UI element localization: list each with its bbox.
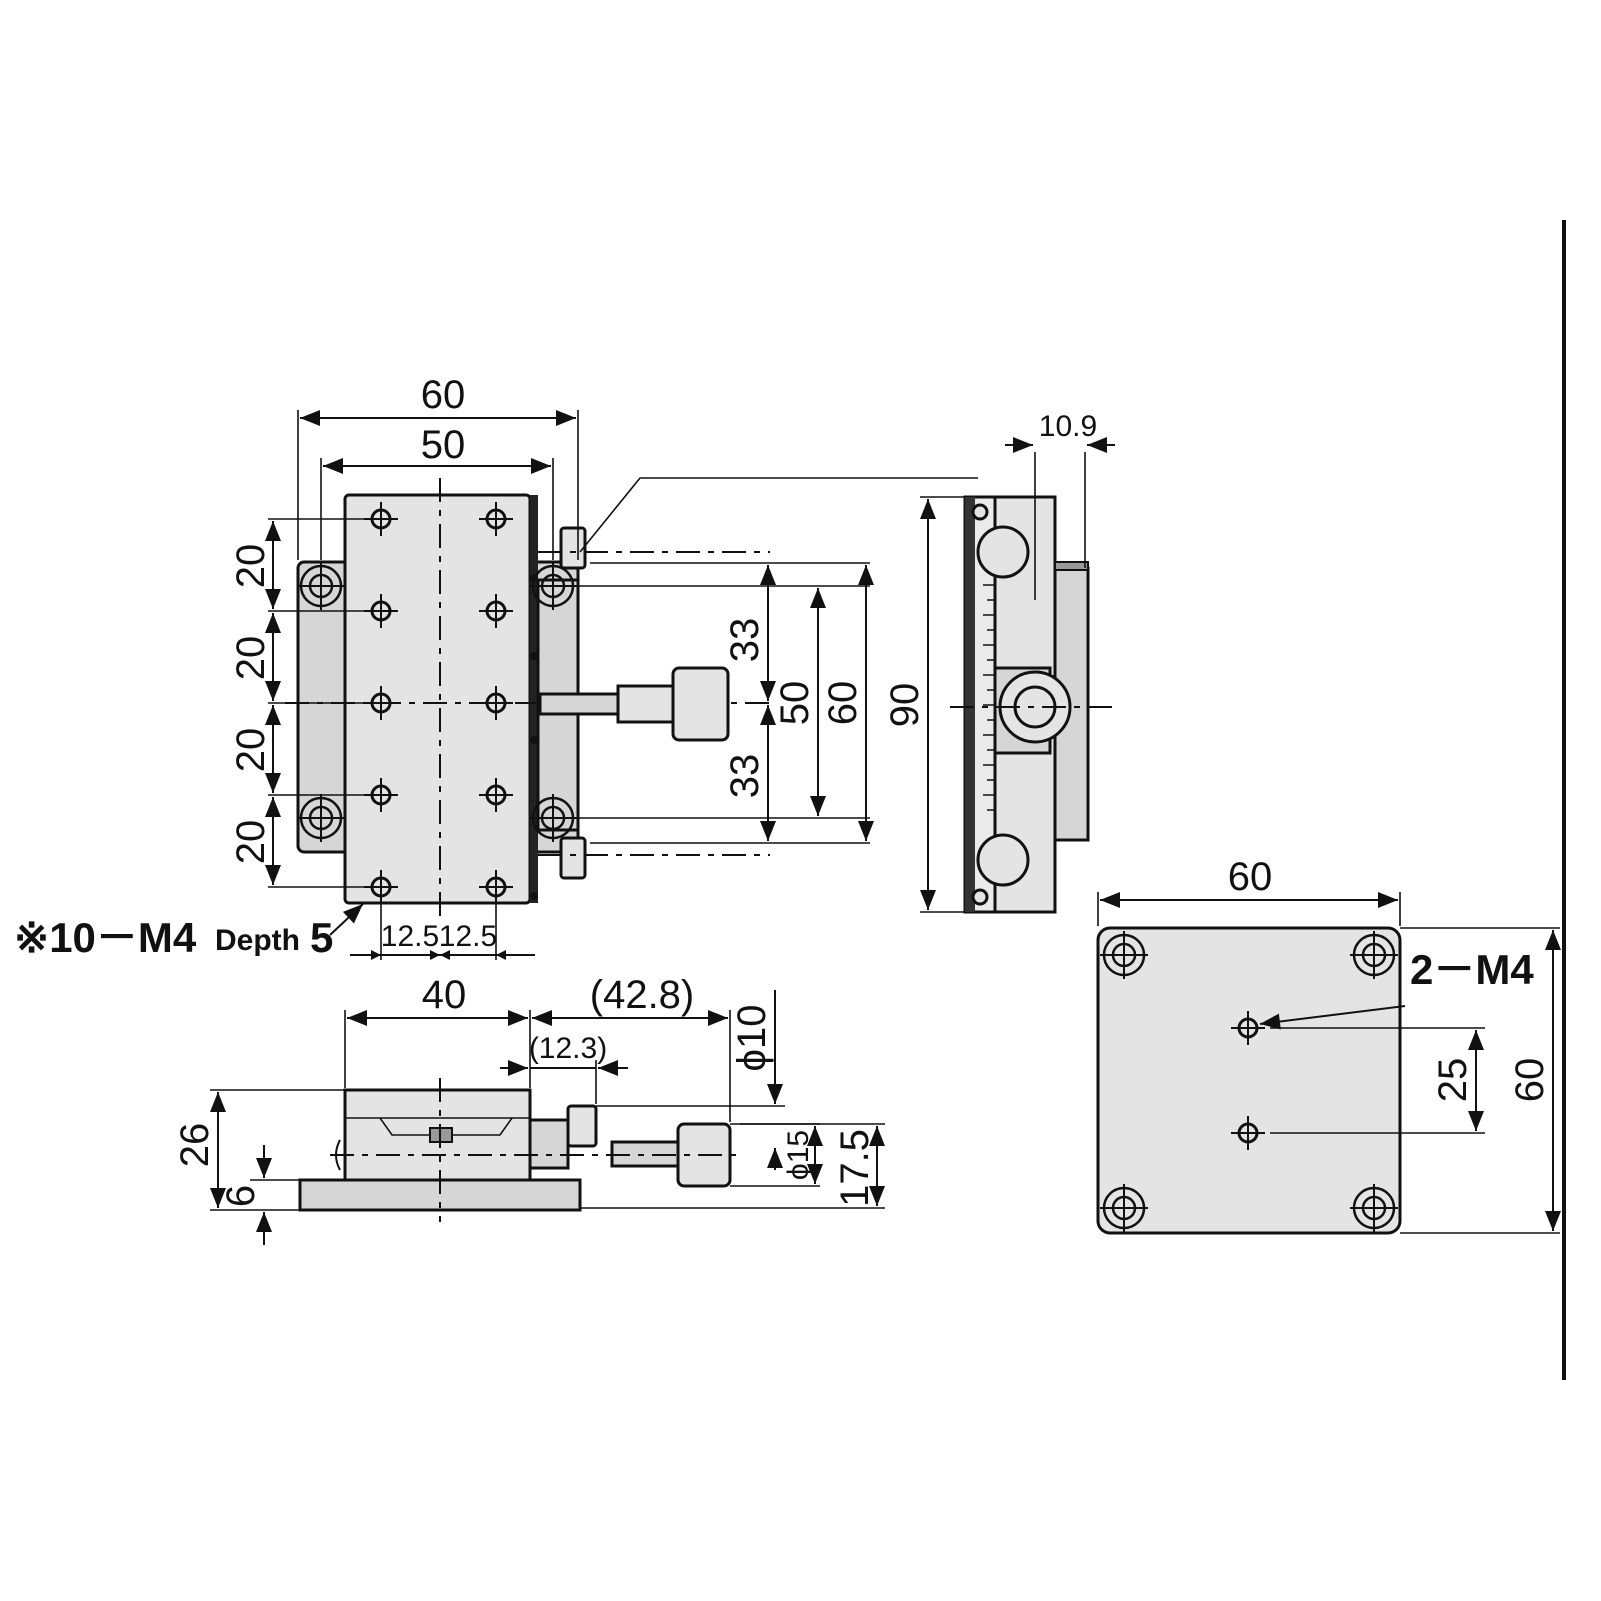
- dim-label-40: 40: [422, 973, 467, 1017]
- dim-label-90: 90: [883, 683, 927, 728]
- dim-label-bottom-60-w: 60: [1228, 855, 1273, 899]
- side-view: 10.9 90: [883, 410, 1115, 914]
- top-view-rail-edge: [530, 495, 538, 903]
- side-view-hole-top: [976, 525, 1030, 579]
- dim-label-12-3: (12.3): [529, 1032, 607, 1065]
- dim-label-half-left: 12.5: [381, 920, 439, 953]
- dim-label-10-9: 10.9: [1039, 410, 1097, 443]
- bottom-view: 60 25 60 2－M4: [1096, 855, 1561, 1235]
- dim-label-33-bottom: 33: [723, 754, 767, 799]
- lock-screw-bottom: [559, 836, 587, 880]
- dim-label-pitch-2: 20: [229, 636, 273, 681]
- tapped-hole-note: ※10－M4: [14, 914, 197, 961]
- dim-label-17-5: 17.5: [833, 1129, 877, 1207]
- dim-label-phi15: ϕ15: [782, 1130, 815, 1180]
- side-view-rail: [965, 497, 975, 912]
- dim-label-6: 6: [219, 1185, 263, 1207]
- tapped-hole-note-depth: Depth: [215, 924, 300, 957]
- dim-label-60-right: 60: [821, 681, 865, 726]
- top-view: 60 50 20 20 20 20 12.5 12.5 ※10－M4 Depth: [14, 373, 978, 961]
- dim-label-phi10: ϕ10: [730, 1005, 774, 1072]
- feed-shaft: [538, 692, 622, 716]
- dim-label-50-top: 50: [421, 423, 466, 467]
- dim-label-33-top: 33: [723, 618, 767, 663]
- dim-label-pitch-3: 20: [229, 728, 273, 773]
- tapped-hole-note-depth-value: 5: [310, 914, 333, 961]
- lock-screw-top: [559, 526, 587, 570]
- bottom-tapped-note: 2－M4: [1410, 946, 1534, 993]
- dim-label-half-right: 12.5: [439, 920, 497, 953]
- dim-label-60-top: 60: [421, 373, 466, 417]
- bottom-view-plate: [1096, 926, 1402, 1235]
- dim-label-pitch-4: 20: [229, 820, 273, 865]
- front-view-lock-screw: [566, 1104, 598, 1148]
- feed-knob: [671, 666, 730, 742]
- side-view-hole-bottom: [976, 833, 1030, 887]
- dim-label-50-right: 50: [773, 681, 817, 726]
- dim-label-42-8: (42.8): [590, 973, 695, 1017]
- dim-label-pitch-1: 20: [229, 544, 273, 589]
- feed-sleeve: [616, 684, 675, 724]
- dim-label-25: 25: [1431, 1058, 1475, 1103]
- front-view: 40 (42.8) (12.3) ϕ10 ϕ15 17.5 26: [173, 973, 885, 1245]
- dim-label-bottom-60-h: 60: [1508, 1058, 1552, 1103]
- dim-label-26: 26: [173, 1123, 217, 1168]
